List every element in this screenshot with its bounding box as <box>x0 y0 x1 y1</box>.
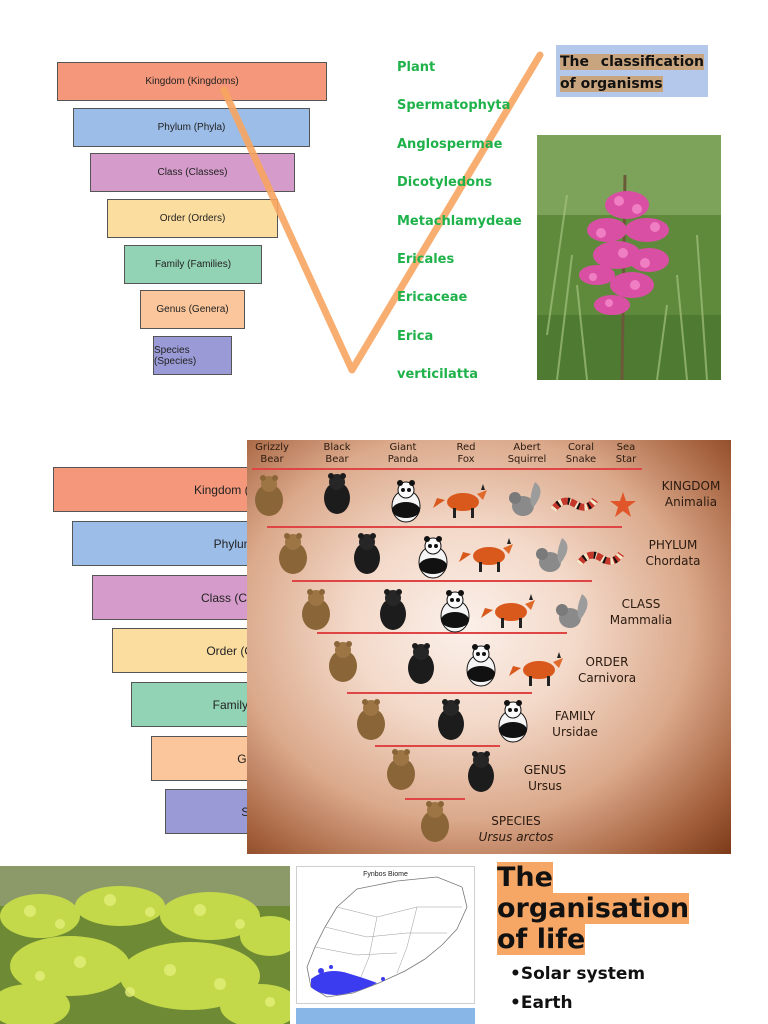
pyramid-level-species: Species (Species) <box>153 336 232 375</box>
taxonomy-order: Ericales <box>397 252 455 267</box>
organisation-title-line1: The <box>497 862 553 893</box>
organisation-title-line2: organisation <box>497 893 690 924</box>
south-africa-outline <box>306 876 468 998</box>
animal-figures <box>255 473 636 842</box>
pyramid-level-genus: Genus (Genera) <box>140 290 245 329</box>
taxonomy-genus: Erica <box>397 329 434 344</box>
divider-line <box>317 632 567 634</box>
taxonomy-family: Ericaceae <box>397 290 468 305</box>
divider-line <box>347 692 532 694</box>
taxonomy-division: Spermatophyta <box>397 98 511 113</box>
pyramid-level-family: Family (Families) <box>124 245 262 284</box>
taxonomy-subclass: Metachlamydeae <box>397 214 522 229</box>
sky-photo-strip <box>296 1008 475 1024</box>
bullet-earth: •Earth <box>510 993 573 1013</box>
map-title: Fynbos Biome <box>363 871 408 878</box>
organisation-title: The organisation of life <box>497 862 690 955</box>
fynbos-shrub-photo <box>0 866 290 1024</box>
pyramid-level-order: Order (Orders) <box>107 199 278 238</box>
divider-line <box>405 798 465 800</box>
classification-title: The classification of organisms <box>560 54 704 92</box>
orange-v-line <box>220 51 544 374</box>
classification-title-box: The classification of organisms <box>556 45 708 97</box>
divider-line <box>252 468 642 470</box>
divider-line <box>375 745 500 747</box>
taxonomy-species: verticilatta <box>397 367 478 382</box>
divider-line <box>292 580 592 582</box>
taxonomy-subdivision: Anglospermae <box>397 137 503 152</box>
bullet-solar-system: •Solar system <box>510 964 646 984</box>
fynbos-biome-map: Fynbos Biome <box>296 866 475 1004</box>
taxonomy-plant: Plant <box>397 60 436 75</box>
erica-flower-photo <box>537 135 721 380</box>
pyramid-level-kingdom: Kingdom (Kingdoms) <box>57 62 327 101</box>
taxonomy-class: Dicotyledons <box>397 175 493 190</box>
divider-line <box>267 526 622 528</box>
pyramid-level-phylum: Phylum (Phyla) <box>73 108 310 147</box>
organisation-title-line3: of life <box>497 924 586 955</box>
